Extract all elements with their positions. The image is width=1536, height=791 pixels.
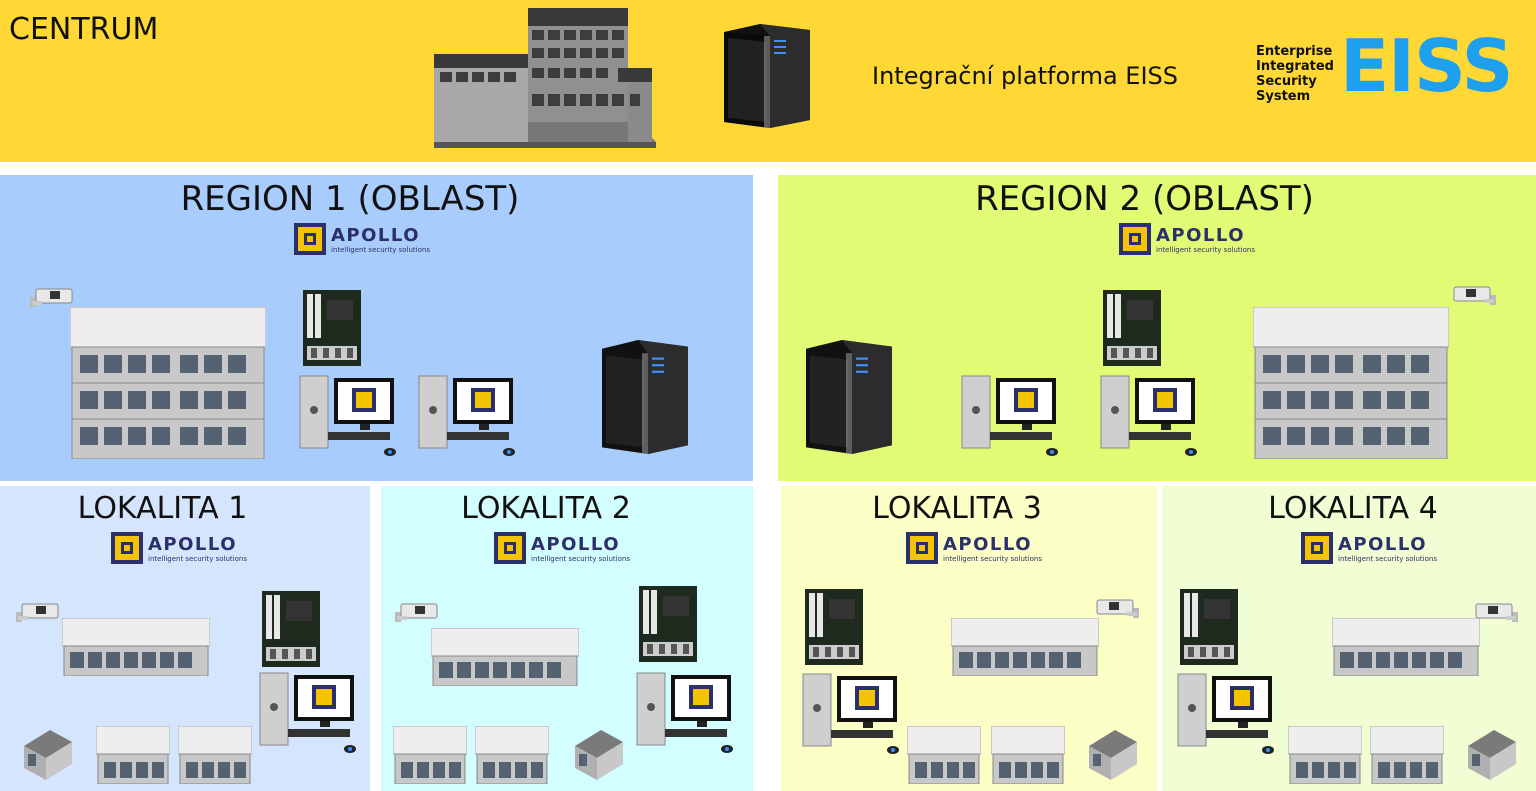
- apollo-tagline: intelligent security solutions: [531, 555, 630, 563]
- apartment-building-icon: [70, 307, 266, 459]
- centrum-label: CENTRUM: [9, 12, 159, 47]
- office-building-icon: [434, 8, 656, 148]
- server-tower-icon: [806, 340, 892, 454]
- apollo-chip-icon: [1119, 223, 1151, 255]
- apollo-tagline: intelligent security solutions: [1156, 246, 1255, 254]
- apollo-brand: APOLLO: [531, 534, 621, 555]
- control-board-icon: [262, 591, 320, 667]
- workstation-icon: [961, 375, 1058, 456]
- camera-icon: [1453, 286, 1496, 305]
- eiss-full-name: Enterprise Integrated Security System: [1256, 44, 1334, 104]
- shed-icon: [1468, 730, 1516, 780]
- apollo-brand: APOLLO: [1156, 225, 1246, 246]
- apollo-tagline: intelligent security solutions: [148, 555, 247, 563]
- eiss-word-system: System: [1256, 89, 1311, 104]
- lokalita-1-title: LOKALITA 1: [77, 491, 248, 526]
- apollo-brand: APOLLO: [331, 225, 421, 246]
- server-tower-icon: [602, 340, 688, 454]
- workstation-icon: [299, 375, 396, 456]
- workstation-icon: [418, 375, 515, 456]
- control-board-icon: [1103, 290, 1161, 366]
- warehouse-icon: [951, 618, 1099, 676]
- camera-icon: [395, 603, 438, 622]
- shed-icon: [1089, 730, 1137, 780]
- shed-icon: [575, 730, 623, 780]
- apollo-chip-icon: [1301, 532, 1333, 564]
- eiss-word-security: Security: [1256, 74, 1317, 89]
- eiss-word-enterprise: Enterprise: [1256, 44, 1333, 59]
- apollo-brand: APOLLO: [943, 534, 1033, 555]
- small-building-icon: [1288, 726, 1362, 784]
- control-board-icon: [303, 290, 361, 366]
- workstation-icon: [1100, 375, 1197, 456]
- warehouse-icon: [62, 618, 210, 676]
- apollo-chip-icon: [494, 532, 526, 564]
- lokalita-2-title: LOKALITA 2: [461, 491, 631, 526]
- control-board-icon: [1180, 589, 1238, 665]
- eiss-word-integrated: Integrated: [1256, 59, 1334, 74]
- region-2-title: REGION 2 (OBLAST): [975, 179, 1314, 219]
- small-building-icon: [1370, 726, 1444, 784]
- platform-label: Integrační platforma EISS: [872, 62, 1178, 90]
- workstation-icon: [802, 673, 899, 754]
- workstation-icon: [1177, 673, 1274, 754]
- small-building-icon: [178, 726, 252, 784]
- warehouse-icon: [1332, 618, 1480, 676]
- apollo-tagline: intelligent security solutions: [943, 555, 1042, 563]
- apollo-chip-icon: [111, 532, 143, 564]
- camera-icon: [16, 603, 59, 622]
- control-board-icon: [805, 589, 863, 665]
- apollo-brand: APOLLO: [1338, 534, 1428, 555]
- lokalita-3-title: LOKALITA 3: [872, 491, 1042, 526]
- apartment-building-icon: [1253, 307, 1449, 459]
- small-building-icon: [475, 726, 549, 784]
- server-tower-icon: [724, 24, 810, 128]
- apollo-brand: APOLLO: [148, 534, 238, 555]
- small-building-icon: [393, 726, 467, 784]
- lokalita-4-title: LOKALITA 4: [1268, 491, 1438, 526]
- apollo-chip-icon: [906, 532, 938, 564]
- camera-icon: [1475, 603, 1518, 622]
- small-building-icon: [991, 726, 1065, 784]
- camera-icon: [1096, 599, 1139, 618]
- apollo-tagline: intelligent security solutions: [1338, 555, 1437, 563]
- camera-icon: [30, 288, 73, 307]
- workstation-icon: [636, 672, 733, 753]
- apollo-tagline: intelligent security solutions: [331, 246, 430, 254]
- warehouse-icon: [431, 628, 579, 686]
- region-1-title: REGION 1 (OBLAST): [180, 179, 520, 219]
- centrum-panel: CENTRUM Integrační platforma EISS Enterp…: [0, 0, 1536, 162]
- small-building-icon: [907, 726, 981, 784]
- small-building-icon: [96, 726, 170, 784]
- shed-icon: [24, 730, 72, 780]
- apollo-chip-icon: [294, 223, 326, 255]
- control-board-icon: [639, 586, 697, 662]
- eiss-logo: EISS: [1340, 24, 1513, 108]
- workstation-icon: [259, 672, 356, 753]
